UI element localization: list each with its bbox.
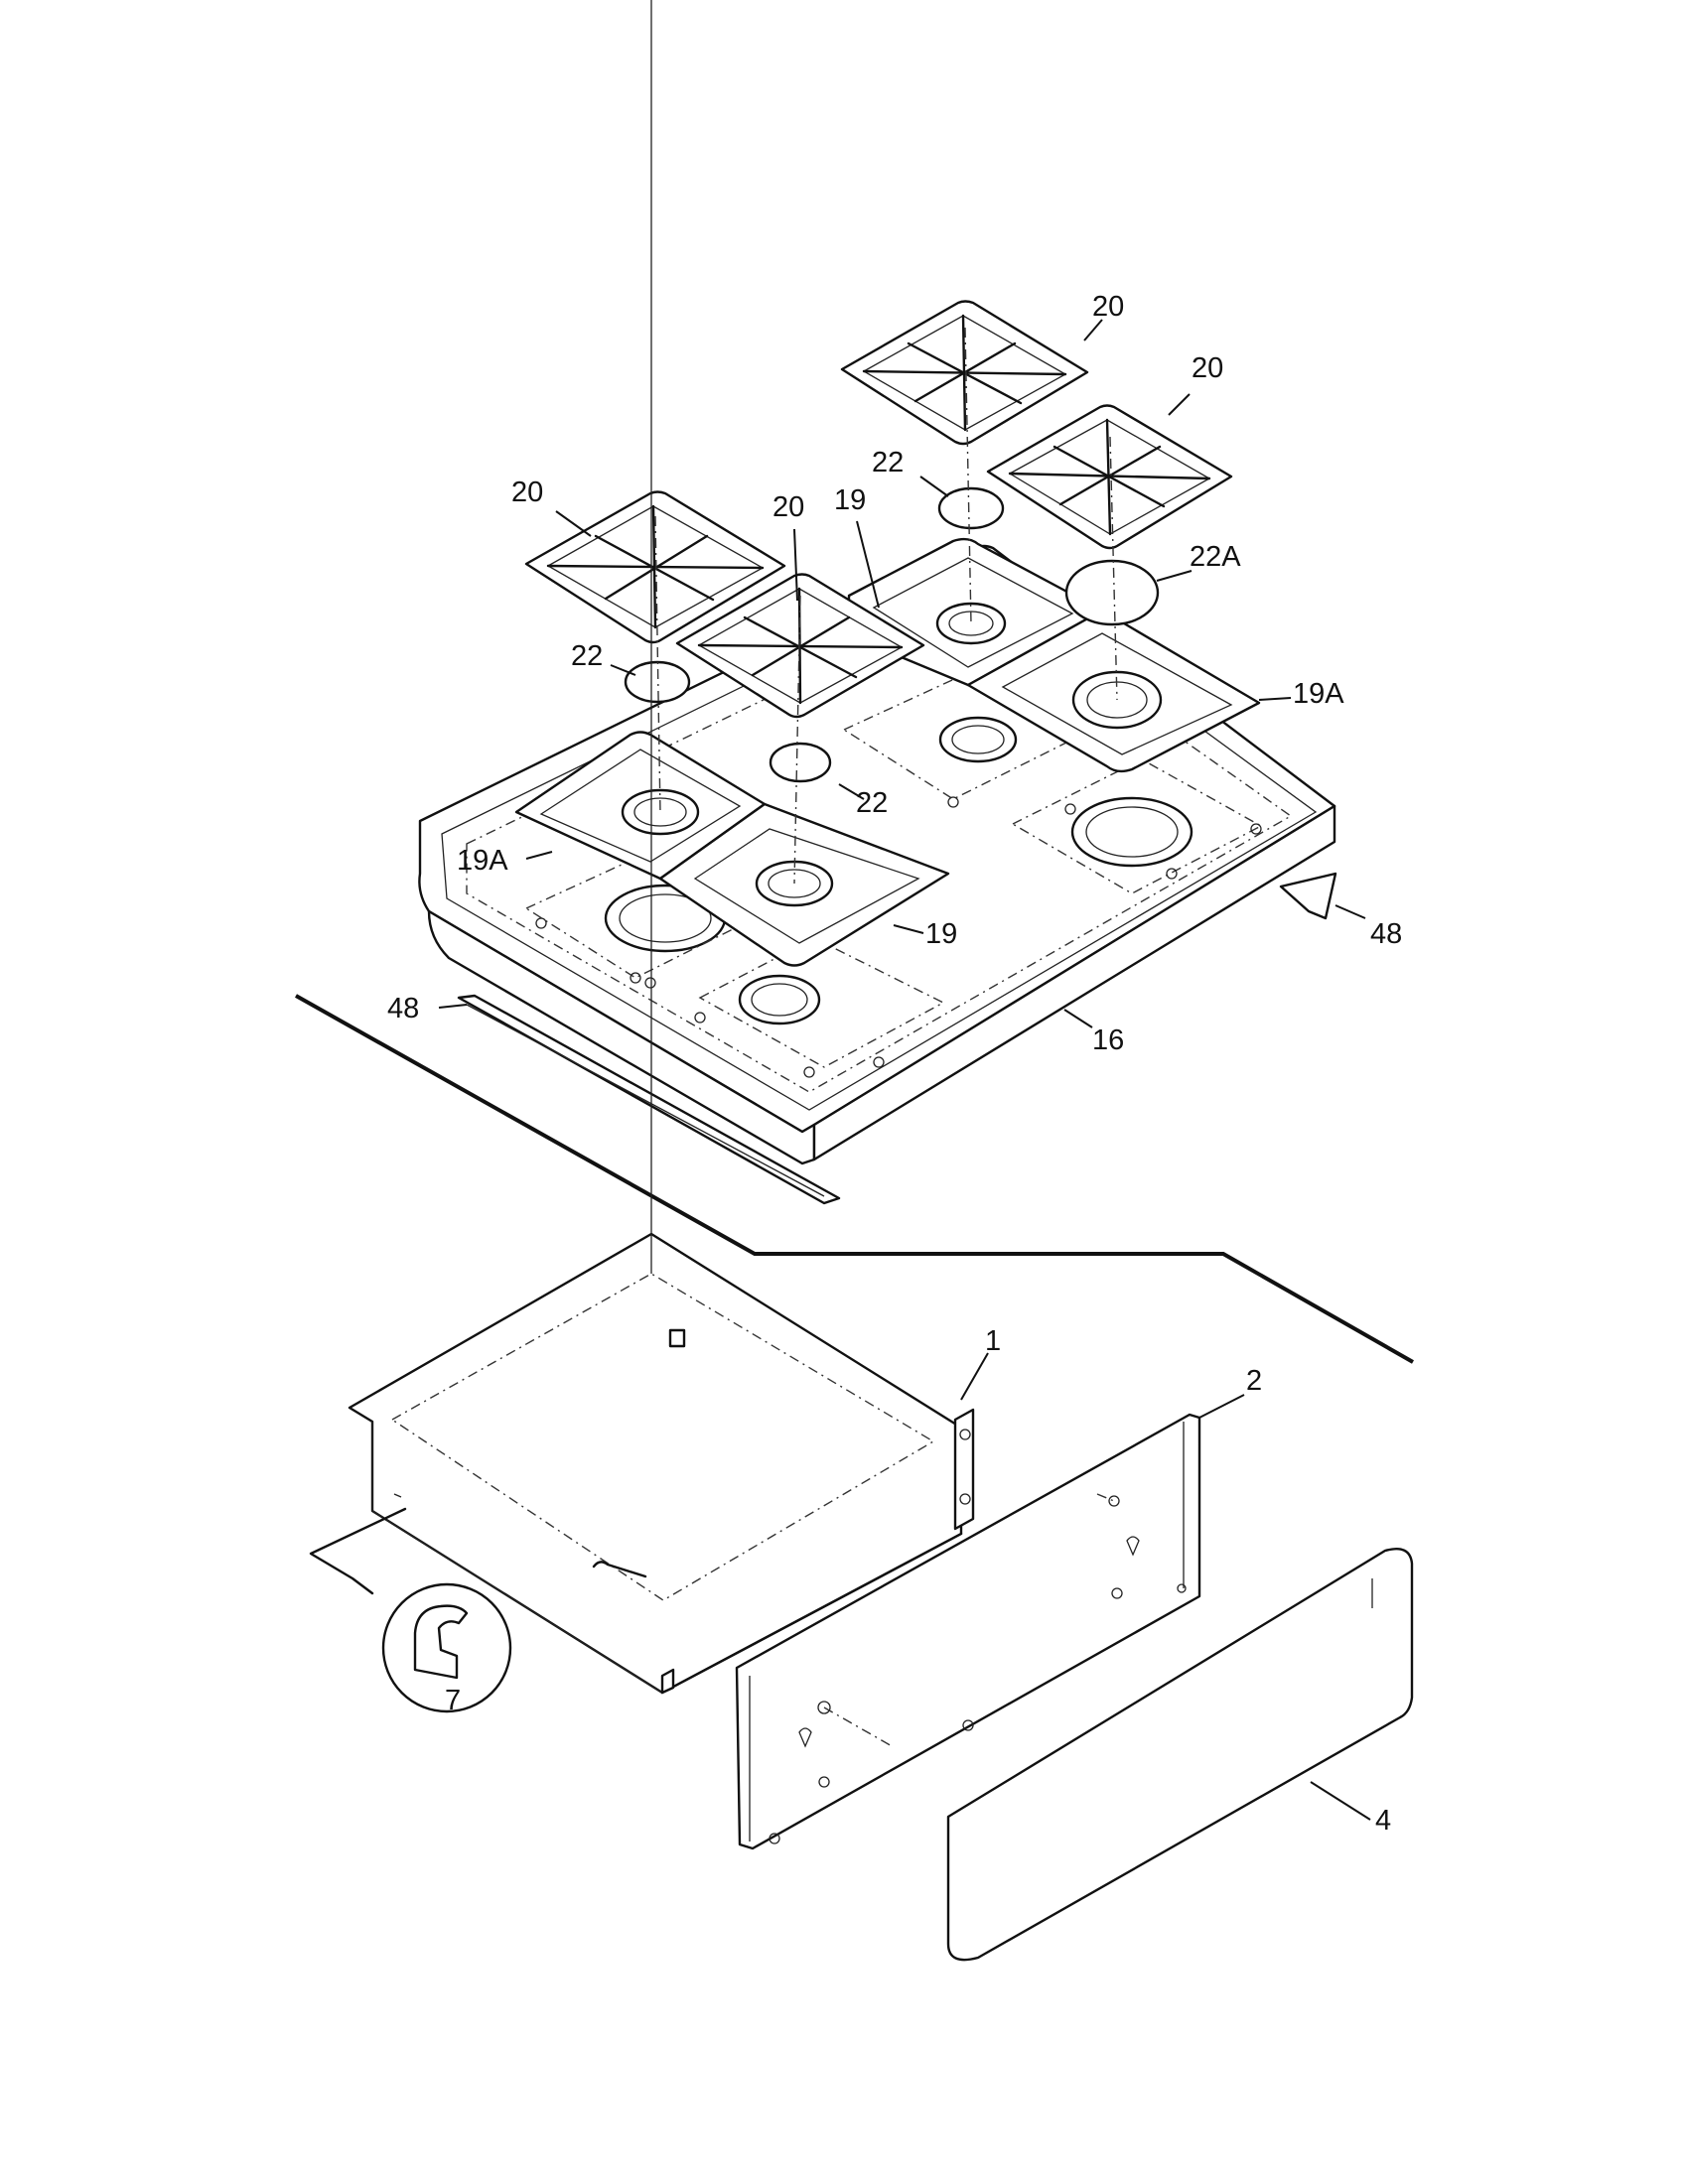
- callout-drip-pan-rear: 19: [834, 484, 866, 516]
- callout-grate-rear-right: 20: [1192, 352, 1223, 384]
- section-divider-line: [295, 994, 1414, 1364]
- callout-labels: 20 20 20 20 22 22A 22 22 19 19A 19A 19 4…: [387, 291, 1402, 1837]
- callout-cooktop: 16: [1092, 1024, 1124, 1056]
- callout-drawer-handle-panel: 4: [1375, 1805, 1391, 1837]
- callout-drip-pan-front: 19: [925, 918, 957, 950]
- drip-pan-right-part: [966, 609, 1261, 773]
- drawer-front-panel-part: [735, 1413, 1201, 1850]
- drip-pan-front-part: [658, 802, 950, 967]
- leader-lines: [438, 319, 1371, 1821]
- callout-trim-left: 48: [387, 993, 419, 1024]
- callout-drawer-body: 1: [985, 1325, 1001, 1357]
- drawer-body-part: [348, 0, 975, 1695]
- burner-cap-left-part: [624, 660, 691, 704]
- callout-grate-front-left: 20: [511, 477, 543, 508]
- callout-drip-pan-left: 19A: [457, 845, 508, 877]
- drawer-handle-panel-part: [946, 1547, 1414, 1962]
- alignment-lines: [654, 327, 1118, 885]
- grate-rear-right-part: [986, 404, 1233, 550]
- callout-grate-rear-center: 20: [1092, 291, 1124, 323]
- callout-cap-large-right: 22A: [1190, 541, 1241, 573]
- callout-grate-front-center: 20: [772, 491, 804, 523]
- callout-cap-center: 22: [856, 787, 888, 819]
- burner-cap-large-right-part: [1064, 559, 1160, 626]
- drawer-clip-part: [309, 1507, 512, 1713]
- grate-front-center-part: [675, 573, 925, 719]
- drip-pan-left-part: [514, 731, 767, 881]
- callout-drip-pan-right: 19A: [1293, 678, 1344, 710]
- callout-cap-rear: 22: [872, 447, 904, 478]
- trim-strip-right-part: [1279, 872, 1337, 920]
- grate-front-left-part: [524, 490, 786, 644]
- burner-cap-center-part: [769, 742, 832, 783]
- callout-trim-right: 48: [1370, 918, 1402, 950]
- trim-strip-left-part: [457, 994, 841, 1205]
- callout-drawer-clip: 7: [445, 1685, 461, 1716]
- callout-drawer-front-panel: 2: [1246, 1365, 1262, 1397]
- grate-rear-center-part: [840, 300, 1089, 446]
- burner-cap-rear-part: [937, 486, 1005, 530]
- callout-cap-left: 22: [571, 640, 603, 672]
